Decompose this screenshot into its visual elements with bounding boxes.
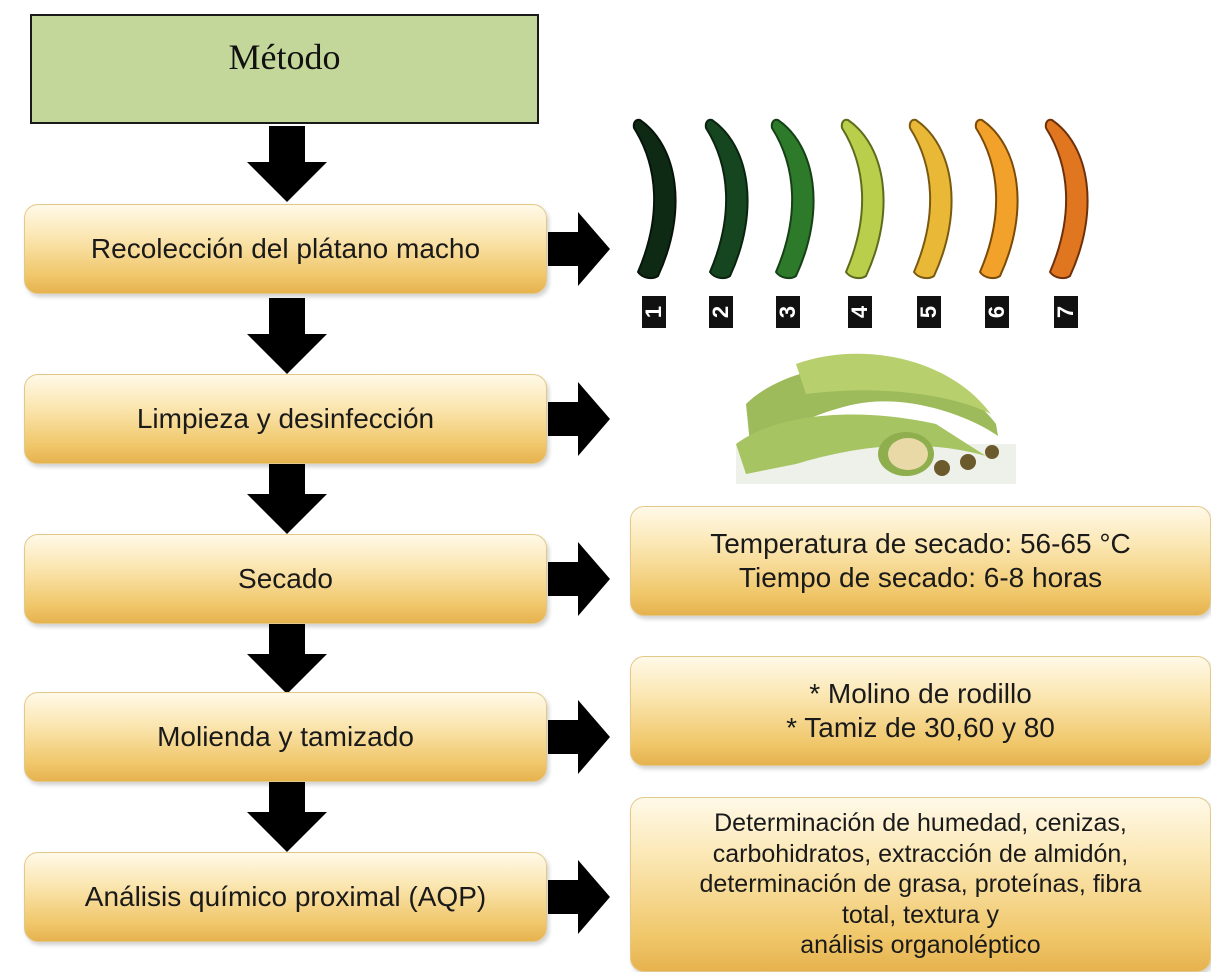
stage-label-7: 7 (1053, 296, 1078, 328)
analysis-line-5: análisis organoléptico (800, 931, 1041, 960)
step-label: Análisis químico proximal (AQP) (84, 881, 487, 912)
right-arrow-1 (548, 212, 610, 286)
plantain-stage-2 (704, 118, 749, 280)
right-arrow-5 (548, 860, 610, 934)
method-title: Método (228, 37, 341, 77)
stage-label-5: 5 (916, 296, 941, 328)
plantain-stage-3 (770, 118, 815, 280)
step-recoleccion: Recolección del plátano macho (24, 204, 547, 294)
down-arrow-4 (247, 618, 327, 694)
down-arrow-1 (247, 126, 327, 202)
drying-temperature: Temperatura de secado: 56-65 °C (710, 527, 1131, 559)
analysis-info-box: Determinación de humedad, cenizas, carbo… (630, 797, 1211, 972)
plantain-stage-4 (840, 118, 885, 280)
step-molienda: Molienda y tamizado (24, 692, 547, 782)
method-title-box: Método (30, 14, 539, 124)
milling-info-box: * Molino de rodillo * Tamiz de 30,60 y 8… (630, 656, 1211, 766)
green-plantain-image (736, 353, 1016, 484)
stage-label-4: 4 (847, 296, 872, 328)
stage-label-6: 6 (984, 296, 1009, 328)
right-arrow-4 (548, 700, 610, 774)
down-arrow-5 (247, 776, 327, 852)
step-secado: Secado (24, 534, 547, 624)
analysis-line-4: total, textura y (841, 900, 1000, 929)
right-arrow-3 (548, 542, 610, 616)
stage-label-3: 3 (775, 296, 800, 328)
step-analisis: Análisis químico proximal (AQP) (24, 852, 547, 942)
drying-time: Tiempo de secado: 6-8 horas (738, 562, 1103, 593)
milling-sieve: * Tamiz de 30,60 y 80 (786, 712, 1055, 743)
step-label: Molienda y tamizado (157, 721, 414, 752)
milling-mill: * Molino de rodillo (809, 677, 1032, 709)
step-label: Limpieza y desinfección (136, 403, 435, 434)
analysis-line-3: determinación de grasa, proteínas, fibra (699, 870, 1142, 899)
plantain-stage-6 (974, 118, 1019, 280)
analysis-line-2: carbohidratos, extracción de almidón, (712, 839, 1129, 868)
stage-label-2: 2 (708, 296, 733, 328)
plantain-stage-7 (1044, 118, 1089, 280)
right-arrow-2 (548, 382, 610, 456)
down-arrow-2 (247, 298, 327, 374)
plantain-stage-1 (632, 118, 677, 280)
step-label: Recolección del plátano macho (90, 233, 481, 264)
stage-label-1: 1 (641, 296, 666, 328)
down-arrow-3 (247, 458, 327, 534)
step-label: Secado (238, 563, 333, 594)
step-limpieza: Limpieza y desinfección (24, 374, 547, 464)
drying-info-box: Temperatura de secado: 56-65 °C Tiempo d… (630, 506, 1211, 616)
analysis-line-1: Determinación de humedad, cenizas, (714, 809, 1127, 838)
plantain-stage-5 (908, 118, 953, 280)
